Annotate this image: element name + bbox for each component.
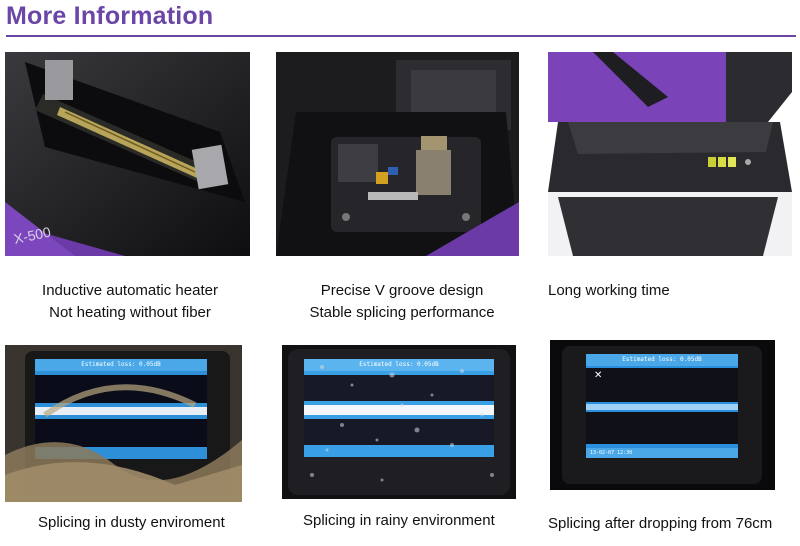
caption-heater: Inductive automatic heater Not heating w… (10, 280, 250, 324)
timestamp-readout: 13-02-07 12:30 (586, 448, 738, 458)
fiber-line (35, 407, 207, 415)
caption-battery: Long working time (548, 280, 688, 302)
fiber-band (35, 419, 207, 447)
caption-dusty: Splicing in dusty enviroment (38, 512, 238, 534)
caption-line: Splicing in dusty enviroment (38, 514, 225, 531)
caption-line: Inductive automatic heater (42, 282, 218, 299)
fiber-band (304, 419, 494, 445)
caption-line: Not heating without fiber (49, 304, 211, 321)
fiber-line (304, 405, 494, 415)
screen-display: Estimated loss: 0.05dB (304, 359, 494, 457)
caption-line: Precise V groove design (320, 282, 484, 299)
caption-dropped: Splicing after dropping from 76cm (548, 513, 788, 535)
caption-line: Splicing in rainy environment (303, 512, 495, 529)
fiber-band (586, 412, 738, 444)
caption-line: Splicing after dropping from 76cm (548, 515, 773, 532)
caption-vgroove: Precise V groove design Stable splicing … (282, 280, 522, 324)
caption-rainy: Splicing in rainy environment (303, 510, 523, 532)
title-divider (6, 35, 796, 37)
dusty-screen-photo: Estimated loss: 0.05dB (5, 345, 242, 502)
model-label: X-500 (12, 223, 52, 246)
fiber-band (304, 375, 494, 401)
rainy-screen-photo: Estimated loss: 0.05dB (282, 345, 516, 499)
inductive-heater-photo: X-500 (5, 52, 250, 256)
battery-photo (548, 52, 792, 256)
loss-readout: Estimated loss: 0.05dB (35, 359, 207, 371)
loss-readout: Estimated loss: 0.05dB (304, 359, 494, 371)
page-title: More Information (6, 2, 214, 30)
loss-readout: Estimated loss: 0.05dB (586, 354, 738, 366)
screen-display: Estimated loss: 0.05dB (35, 359, 207, 459)
caption-line: Long working time (548, 282, 670, 299)
fiber-line (586, 404, 738, 410)
dropped-screen-photo: Estimated loss: 0.05dB 13-02-07 12:30 ✕ (550, 340, 775, 490)
caption-line: Stable splicing performance (309, 304, 495, 321)
v-groove-photo (276, 52, 519, 256)
screen-display: Estimated loss: 0.05dB 13-02-07 12:30 ✕ (586, 354, 738, 458)
close-icon: ✕ (594, 370, 603, 381)
fiber-band (586, 368, 738, 402)
